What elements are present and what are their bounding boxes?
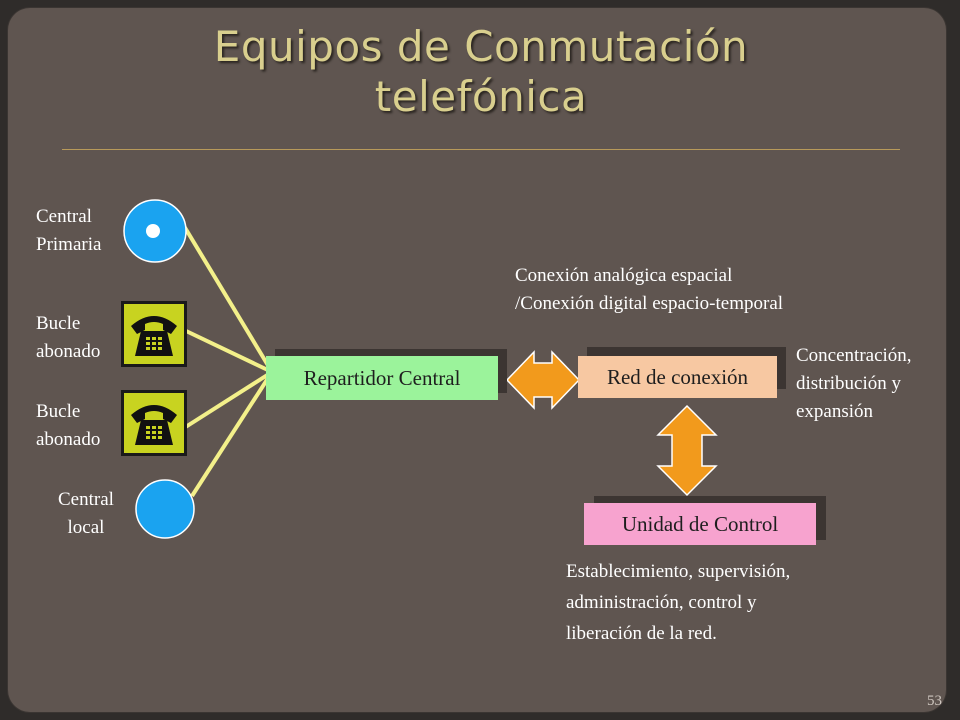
link-bucle-1 (183, 328, 273, 374)
page-title: Equipos de Conmutación telefónica (62, 22, 900, 122)
title-line-1: Equipos de Conmutación (213, 22, 749, 71)
red-de-conexion-box: Red de conexión (578, 356, 777, 398)
central-primaria-icon (123, 199, 187, 263)
title-line-2: telefónica (374, 72, 588, 121)
unidad-de-control-box: Unidad de Control (584, 503, 816, 545)
link-central-primaria (182, 224, 274, 374)
link-lines (182, 224, 274, 498)
bucle-abonado-label: Bucle abonado (36, 313, 101, 362)
bucle-abonado-label: Bucle abonado (36, 401, 101, 450)
central-local-label: Central local (58, 489, 114, 538)
link-central-local (190, 370, 274, 498)
concentracion-annotation: Concentración, distribución y expansión (796, 345, 912, 422)
establecimiento-annotation: Establecimiento, supervisión, administra… (566, 561, 791, 644)
conexion-annotation: Conexión analógica espacial /Conexión di… (515, 265, 784, 314)
telephone-icon (121, 390, 187, 456)
double-arrow-icon (505, 350, 581, 410)
vertical-double-arrow-icon (656, 404, 718, 497)
central-primaria-label: Central Primaria (36, 206, 102, 255)
repartidor-central-box: Repartidor Central (266, 356, 498, 400)
link-bucle-2 (182, 370, 274, 430)
title-divider (62, 149, 900, 150)
page-number: 53 (927, 693, 942, 709)
telephone-icon (121, 301, 187, 367)
central-local-icon (135, 479, 195, 539)
